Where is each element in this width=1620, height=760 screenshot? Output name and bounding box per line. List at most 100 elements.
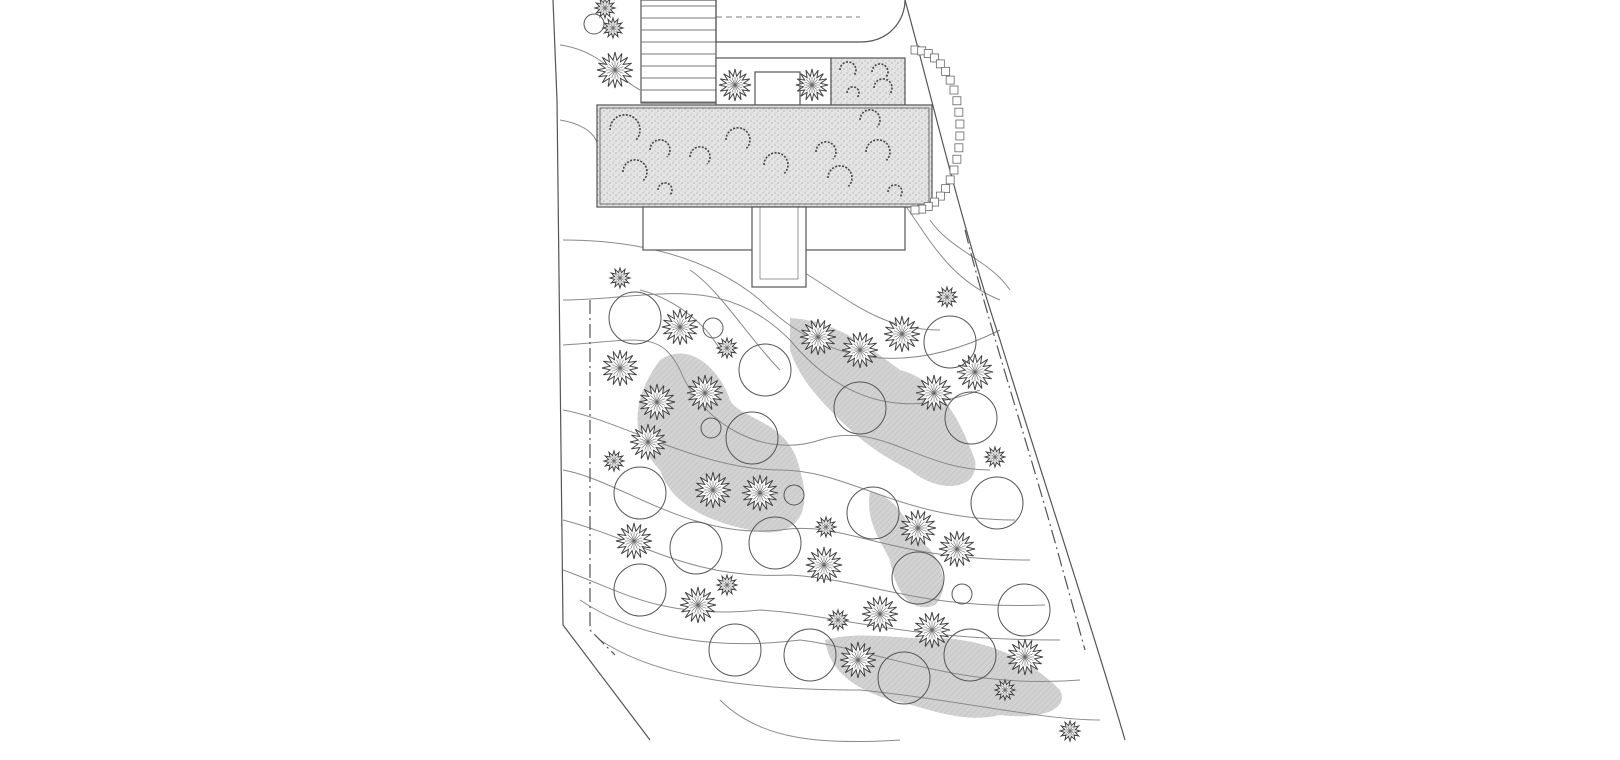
shrub-symbol-icon (686, 374, 724, 412)
tree-canopy-icon (783, 484, 805, 506)
shrub-symbol-icon (899, 509, 937, 547)
stepping-stone (952, 154, 962, 164)
contour-line (559, 119, 598, 151)
contour-line (562, 239, 1001, 359)
stepping-stone (949, 85, 959, 95)
planter-shrub-icon (839, 61, 857, 77)
planting-bed (825, 635, 1062, 718)
stepping-stone (941, 66, 951, 76)
tree-canopy-icon (613, 563, 667, 617)
tree-canopy-icon (997, 583, 1051, 637)
shrub-symbol-icon (715, 573, 739, 597)
roof-shrub-icon (815, 141, 837, 160)
roof-shrub-icon (689, 146, 711, 165)
stepping-stone (935, 191, 945, 201)
stepping-stone (954, 143, 964, 153)
stepping-stone (949, 165, 959, 175)
shrub-symbol-icon (993, 678, 1017, 702)
ramp (640, 0, 717, 104)
roof-shrub-icon (859, 109, 881, 128)
stepping-stone (945, 175, 955, 185)
stair (751, 206, 807, 288)
tree-canopy-icon (970, 476, 1024, 530)
tree-canopy-icon (923, 315, 977, 369)
planter-shrub-icon (873, 78, 893, 95)
shrub-symbol-icon (602, 449, 626, 473)
shrub-symbol-icon (718, 68, 752, 102)
planting-bed (790, 318, 976, 487)
tree-canopy-icon (708, 623, 762, 677)
tree-canopy-icon (944, 391, 998, 445)
shrub-symbol-icon (839, 641, 877, 679)
green-roof (596, 104, 933, 208)
shrub-symbol-icon (661, 308, 699, 346)
shrub-symbol-icon (983, 445, 1007, 469)
contour-line (689, 269, 781, 371)
shrub-symbol-icon (715, 336, 739, 360)
contour-line (904, 204, 1001, 301)
contour-line (719, 699, 901, 743)
shrub-symbol-icon (956, 353, 994, 391)
tree-canopy-icon (891, 551, 945, 605)
stepping-stone (952, 96, 962, 106)
shrub-symbol-icon (795, 68, 829, 102)
planter (830, 57, 906, 106)
tree-canopy-icon (943, 628, 997, 682)
shrub-symbol-icon (938, 530, 976, 568)
building (596, 0, 965, 288)
tree-canopy-icon (951, 583, 973, 605)
roof-shrub-icon (609, 114, 641, 142)
contour-line (562, 469, 1031, 561)
driveway-curve (715, 0, 906, 43)
planter-shrub-icon (846, 86, 860, 98)
tree-canopy-icon (669, 521, 723, 575)
roof-shrub-icon (649, 139, 671, 158)
tree-canopy-icon (738, 343, 792, 397)
contour-line (599, 639, 1101, 721)
tree-canopy-icon (783, 628, 837, 682)
stepping-stone (930, 53, 939, 63)
shrub-symbol-icon (601, 16, 625, 40)
tree-canopy-icon (608, 291, 662, 345)
shrub-symbol-icon (601, 349, 639, 387)
tree-canopy-icon (833, 381, 887, 435)
skylight (754, 71, 801, 106)
shrub-symbol-icon (861, 595, 899, 633)
shrub-symbol-icon (596, 51, 634, 89)
site-boundary (552, 0, 1126, 741)
stepping-stone (945, 75, 955, 85)
shrub-symbol-icon (1058, 719, 1082, 743)
contour-line (799, 269, 941, 331)
contour-line (562, 409, 1016, 521)
tree-canopy-icon (702, 317, 724, 339)
tree-canopy-icon (748, 516, 802, 570)
shrub-symbol-icon (1006, 638, 1044, 676)
shrub-symbol-icon (593, 0, 617, 20)
contour-line (929, 219, 1011, 291)
shrub-symbol-icon (615, 522, 653, 560)
shrub-symbol-icon (799, 318, 837, 356)
tree-canopy-icon (613, 466, 667, 520)
shrub-symbol-icon (608, 266, 632, 290)
stepping-stone (955, 131, 965, 141)
tree-canopy-icon (846, 486, 900, 540)
shrub-symbol-icon (913, 611, 951, 649)
tree-canopy-icon (700, 417, 722, 439)
tree-canopy-icon (583, 13, 605, 35)
stepping-stone (910, 205, 920, 215)
stepping-stone (941, 184, 951, 194)
tree-canopy-icon (725, 411, 779, 465)
shrub-symbol-icon (935, 285, 959, 309)
shrub-symbol-icon (694, 471, 732, 509)
shrub-symbol-icon (883, 315, 921, 353)
shrub-symbol-icon (826, 608, 850, 632)
shrub-symbol-icon (805, 546, 843, 584)
stepping-stone (955, 119, 965, 129)
tree-canopy-icon (877, 651, 931, 705)
shrub-symbol-icon (679, 586, 717, 624)
stepping-stones (910, 45, 965, 215)
shrub-symbol-icon (638, 383, 676, 421)
shrub-symbol-icon (629, 423, 667, 461)
planter-shrub-icon (871, 63, 889, 79)
shrub-symbol-icon (915, 374, 953, 412)
